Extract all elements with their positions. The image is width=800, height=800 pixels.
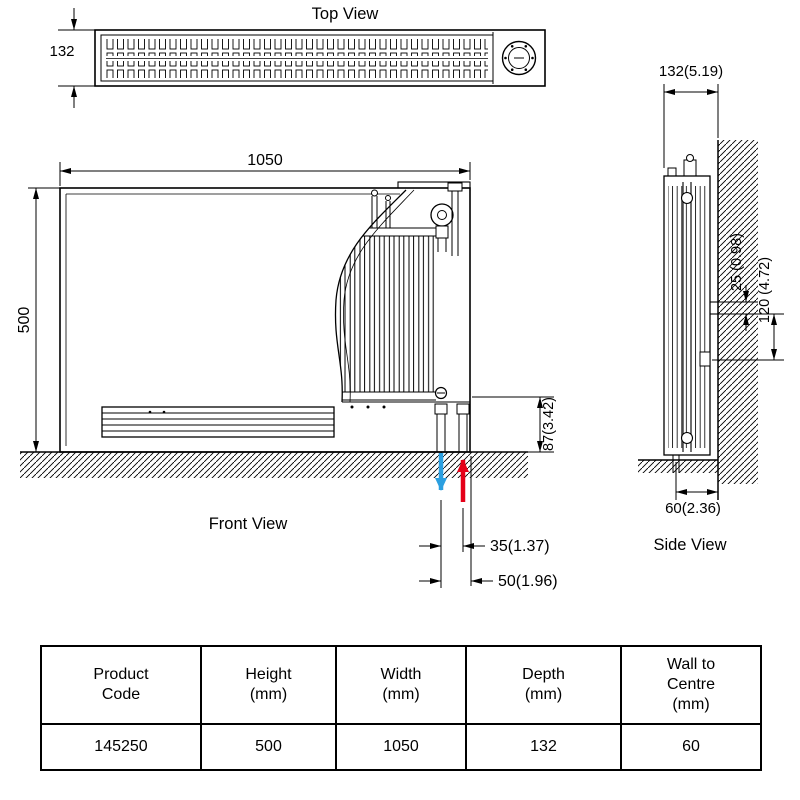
side-pipe-fitting [699,351,711,367]
front-height-value: 500 [16,307,33,334]
front-bottom-grille [101,406,335,438]
front-screw-3 [382,405,386,409]
top-view: Top View 132 [49,5,546,108]
spec-table-container: Product Code Height (mm) Width (mm) Dept… [40,645,762,771]
side-bracket-height-dimension: 120 (4.72) [712,257,784,361]
spec-value-height: 500 [200,723,337,771]
front-ground [20,451,528,478]
front-height-dimension: 500 [16,187,60,452]
top-view-end-dial [501,40,537,76]
front-connection-pipes [434,403,470,452]
front-view: 1050 [16,152,558,590]
technical-drawing: Top View 132 [16,5,784,590]
top-view-grille-row-1 [106,39,488,56]
front-panel-curve-inner [343,189,415,403]
front-screw-2 [366,405,370,409]
front-panel-inner-border [65,193,400,446]
top-view-grille-row-2 [106,61,488,78]
spec-header-depth: Depth (mm) [465,645,622,725]
side-floor [638,459,718,473]
side-depth-dimension: 132(5.19) [659,63,723,168]
front-pipe-spacing-value: 35(1.37) [490,538,550,555]
front-pipe-offset-value: 50(1.96) [498,573,558,590]
front-width-dimension: 1050 [59,152,471,186]
spec-header-row: Product Code Height (mm) Width (mm) Dept… [40,645,762,725]
front-width-value: 1050 [247,152,283,169]
side-bracket-height-value: 120 (4.72) [757,257,773,323]
front-drain-valve [434,386,448,400]
front-panel [62,190,406,450]
spec-value-wall-to-centre: 60 [620,723,762,771]
spec-header-product-code: Product Code [40,645,202,725]
spec-value-width: 1050 [335,723,467,771]
spec-table: Product Code Height (mm) Width (mm) Dept… [40,645,762,771]
front-pipe-height-value: 87(3.42) [541,397,557,451]
spec-header-height: Height (mm) [200,645,337,725]
front-fin-section [332,227,470,403]
side-wall-to-centre-dimension: 60(2.36) [665,462,721,517]
spec-value-row: 145250 500 1050 132 60 [40,723,762,771]
front-view-label: Front View [209,515,288,533]
top-view-depth-dimension: 132 [49,8,95,108]
side-bracket-gap-value: 25 (0.98) [729,233,745,291]
spec-header-width: Width (mm) [335,645,467,725]
side-radiator-body [663,154,718,473]
side-wall [717,140,758,500]
side-wall-to-centre-value: 60(2.36) [665,500,721,517]
front-air-vent [371,189,391,228]
side-depth-value: 132(5.19) [659,63,723,80]
front-screw-1 [350,405,354,409]
top-view-label: Top View [312,5,379,23]
side-view: 132(5.19) [638,63,784,554]
front-pipe-spacing-dimensions: 35(1.37) 50(1.96) [419,456,558,590]
spec-value-depth: 132 [465,723,622,771]
front-valve [430,182,463,256]
side-view-label: Side View [653,536,726,554]
spec-value-product-code: 145250 [40,723,202,771]
spec-header-wall-to-centre: Wall to Centre (mm) [620,645,762,725]
top-depth-value: 132 [49,43,74,60]
front-pipe-height-dimension: 87(3.42) [472,396,557,453]
